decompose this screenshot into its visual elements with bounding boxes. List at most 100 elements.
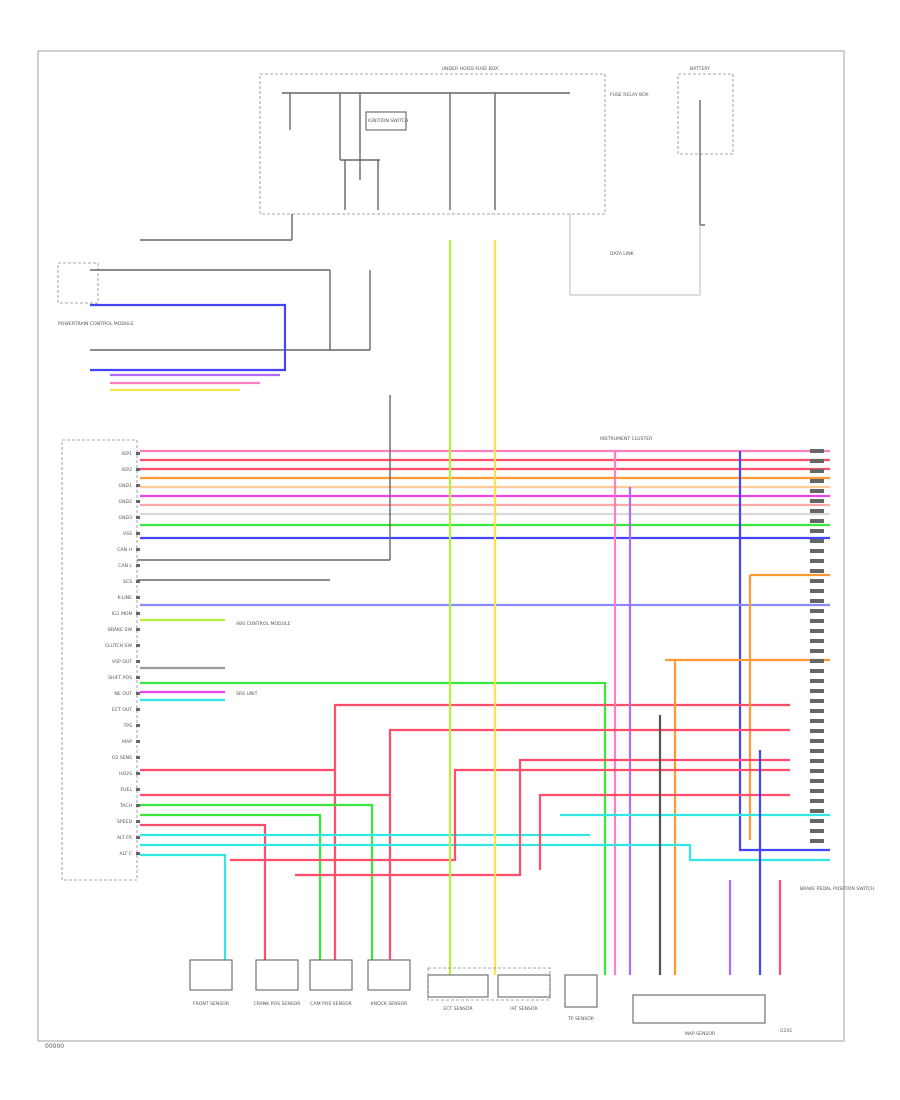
component-box-8	[632, 994, 766, 1024]
component-box-3	[309, 959, 353, 991]
pin-terminal	[136, 740, 140, 743]
pin-label: SHIFT POS	[108, 675, 132, 681]
wire-cyan-c	[140, 853, 227, 975]
pin-terminal	[136, 628, 140, 631]
wire-red-c	[140, 728, 790, 797]
pin-terminal	[136, 644, 140, 647]
connector-terminal	[810, 739, 824, 743]
connector-terminal	[810, 809, 824, 813]
pin-terminal	[136, 724, 140, 727]
pin-terminal	[136, 772, 140, 775]
connector-terminal	[810, 719, 824, 723]
battery-label: BATTERY	[690, 66, 710, 72]
connector-terminal	[810, 469, 824, 473]
powertrain-module-label: POWERTRAIN CONTROL MODULE	[58, 321, 134, 327]
component-box-2	[255, 959, 299, 991]
battery-block: BATTERY DATA LINK	[569, 66, 734, 296]
wire-red-e	[140, 823, 267, 975]
pin-label: GND2	[119, 499, 133, 505]
ground-label: G101	[780, 1028, 792, 1034]
right-connectors	[810, 449, 824, 843]
bottom-component-labels: FRONT SENSOR CRANK POS SENSOR CAM POS SE…	[193, 436, 874, 1037]
pin-terminal	[136, 708, 140, 711]
connector-terminal	[810, 629, 824, 633]
connector-terminal	[810, 459, 824, 463]
component-box-7	[564, 974, 598, 1008]
pin-terminal	[136, 692, 140, 695]
pin-label: VSP OUT	[112, 659, 132, 665]
connector-terminal	[810, 759, 824, 763]
ignition-switch-label: IGNITION SWITCH	[368, 118, 408, 124]
wire-group	[90, 240, 830, 975]
connector-terminal	[810, 749, 824, 753]
connector-terminal	[810, 609, 824, 613]
connector-terminal	[810, 579, 824, 583]
fuse-box-note: FUSE RELAY BOX	[610, 92, 649, 98]
wire-green-c	[140, 813, 322, 975]
pin-terminal	[136, 580, 140, 583]
connector-terminal	[810, 639, 824, 643]
component-box-5	[427, 974, 489, 998]
connector-terminal	[810, 489, 824, 493]
connector-terminal	[810, 709, 824, 713]
connector-terminal	[810, 659, 824, 663]
pin-label: GND3	[119, 515, 133, 521]
component-label-7: TP SENSOR	[567, 1016, 595, 1022]
pin-terminal	[136, 820, 140, 823]
wire-green-b	[140, 803, 374, 975]
connector-terminal	[810, 799, 824, 803]
connector-terminal	[810, 819, 824, 823]
wire-red-f	[230, 768, 790, 862]
pin-label: ALT C	[119, 851, 132, 857]
wire-blue-right	[738, 451, 830, 852]
connector-terminal	[810, 589, 824, 593]
connector-terminal	[810, 699, 824, 703]
pin-terminal	[136, 468, 140, 471]
connector-terminal	[810, 479, 824, 483]
pin-terminal	[136, 788, 140, 791]
pin-terminal	[136, 836, 140, 839]
pin-label: VSS	[123, 531, 132, 537]
pin-terminal	[136, 484, 140, 487]
component-label-1: FRONT SENSOR	[193, 1001, 230, 1007]
connector-terminal	[810, 539, 824, 543]
pin-label: BRAKE SW	[108, 627, 133, 633]
srs-unit-label: SRS UNIT	[236, 691, 258, 697]
connector-terminal	[810, 839, 824, 843]
pin-terminal	[136, 548, 140, 551]
wire-blue-top	[90, 303, 287, 372]
fuse-box-title: UNDER HOOD FUSE BOX	[442, 66, 498, 72]
wire-red-a	[140, 703, 790, 772]
pin-label: CLUTCH SW	[105, 643, 132, 649]
pin-label: O2 SENS	[112, 755, 132, 761]
connector-terminal	[810, 769, 824, 773]
connector-terminal	[810, 689, 824, 693]
connector-terminal	[810, 499, 824, 503]
connector-terminal	[810, 649, 824, 653]
pin-label: FUEL	[121, 787, 133, 793]
connector-terminal	[810, 549, 824, 553]
pin-label: TACH	[119, 803, 132, 809]
connector-terminal	[810, 519, 824, 523]
pin-terminal	[136, 676, 140, 679]
pin-terminal	[136, 852, 140, 855]
data-link-label: DATA LINK	[610, 251, 635, 257]
component-box-1	[189, 959, 233, 991]
page-code: 00000	[45, 1043, 65, 1050]
pin-label: SCS	[123, 579, 132, 585]
connector-terminal	[810, 779, 824, 783]
fuse-relay-box: UNDER HOOD FUSE BOX FUSE RELAY BOX IGNIT…	[140, 66, 649, 241]
connector-terminal	[810, 529, 824, 533]
pin-terminal	[136, 756, 140, 759]
component-box-4	[367, 959, 411, 991]
pin-label: SPEED	[117, 819, 132, 825]
abs-module-label: ABS CONTROL MODULE	[236, 621, 291, 627]
pin-terminal	[136, 804, 140, 807]
connector-terminal	[810, 679, 824, 683]
pin-label: IG1 MON	[112, 611, 132, 617]
connector-terminal	[810, 829, 824, 833]
pin-label: NE OUT	[114, 691, 132, 697]
connector-terminal	[810, 559, 824, 563]
instrument-cluster-label: INSTRUMENT CLUSTER	[600, 436, 653, 442]
